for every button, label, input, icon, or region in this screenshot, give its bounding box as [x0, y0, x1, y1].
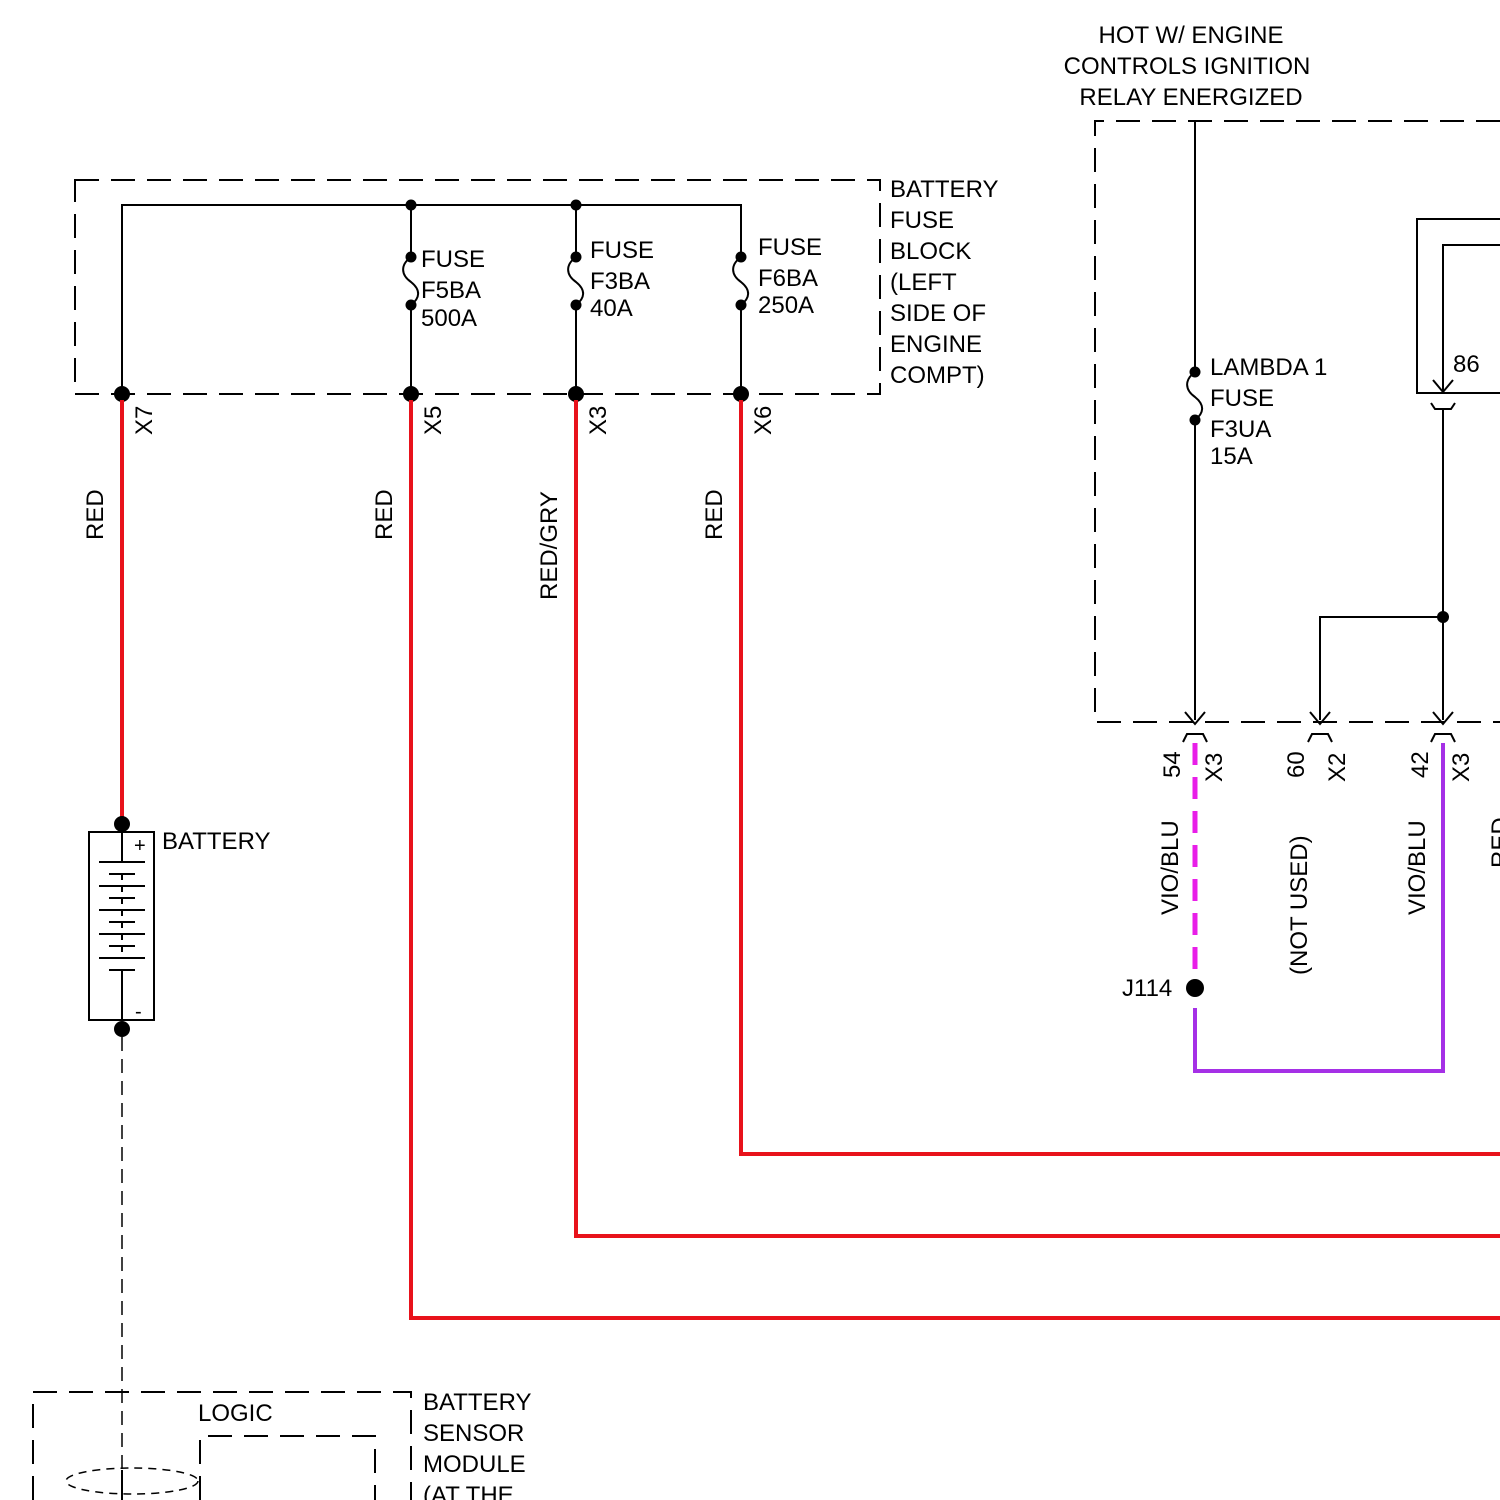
pin60-branch-line	[1320, 617, 1443, 720]
fuse-block-label-line7: COMPT)	[890, 362, 985, 389]
fuse-f5ba-label-line1: FUSE	[421, 246, 485, 273]
relay-pin-86-label: 86	[1453, 351, 1480, 378]
fuse-f3ba-label-line2: F3BA	[590, 268, 650, 295]
pin-54-number: 54	[1159, 751, 1186, 778]
fuse-f6ba-label-line1: FUSE	[758, 234, 822, 261]
sensor-module-label-line2: SENSOR	[423, 1420, 524, 1447]
splice-j114-label: J114	[1122, 975, 1172, 1002]
hot-label-line1: HOT W/ ENGINE	[1099, 22, 1284, 49]
logic-section-outline	[200, 1436, 375, 1500]
fuse-f3ba-label-line1: FUSE	[590, 237, 654, 264]
wire-color-label-pin42: VIO/BLU	[1404, 820, 1431, 915]
connector-x6-pin	[733, 386, 749, 402]
wire-color-label-x3: RED/GRY	[536, 491, 563, 600]
connector-x5-label: X5	[420, 406, 447, 435]
pin-60-connector: X2	[1324, 753, 1351, 782]
bus-junction-f3ba	[571, 200, 582, 211]
lambda-fuse-label-line3: F3UA	[1210, 416, 1271, 443]
pin-60-number: 60	[1283, 751, 1310, 778]
fuse-f5ba-symbol	[403, 252, 418, 395]
wire-color-label-partial: RED	[1487, 817, 1500, 868]
splice-j114-dot	[1186, 979, 1204, 997]
sensor-module-label-line3: MODULE	[423, 1451, 526, 1478]
fuse-block-label-line4: (LEFT	[890, 269, 957, 296]
hot-label-line3: RELAY ENERGIZED	[1079, 84, 1302, 111]
fuse-f3ua-symbol	[1187, 367, 1202, 426]
wire-red-x6	[741, 400, 1500, 1154]
hot-label-line2: CONTROLS IGNITION	[1064, 53, 1311, 80]
logic-label: LOGIC	[198, 1400, 273, 1427]
lambda-fuse-label-line2: FUSE	[1210, 385, 1274, 412]
battery-minus-sign: -	[135, 1001, 142, 1023]
pin-54-connector: X3	[1201, 753, 1228, 782]
fuse-block-label-line1: BATTERY	[890, 176, 998, 203]
connector-x5-pin	[403, 386, 419, 402]
fuse-block-label-line5: SIDE OF	[890, 300, 986, 327]
fuse-block-label-line6: ENGINE	[890, 331, 982, 358]
connector-x3-pin	[568, 386, 584, 402]
battery-label: BATTERY	[162, 828, 270, 855]
fuse-f6ba-label-line3: 250A	[758, 292, 814, 319]
wire-color-label-pin54: VIO/BLU	[1157, 820, 1184, 915]
current-sensor-coil	[66, 1468, 198, 1494]
wire-color-label-x6: RED	[701, 489, 728, 540]
bus-junction-f5ba	[406, 200, 417, 211]
fuse-f5ba-label-line2: F5BA	[421, 277, 481, 304]
fuse-f6ba-symbol	[733, 252, 748, 395]
fuse-f5ba-label-line3: 500A	[421, 305, 477, 332]
fuse-block-label-line2: FUSE	[890, 207, 954, 234]
sensor-module-label-line1: BATTERY	[423, 1389, 531, 1416]
fuse-block-label-line3: BLOCK	[890, 238, 971, 265]
lambda-fuse-label-line1: LAMBDA 1	[1210, 354, 1327, 381]
fuse-f3ba-label-line3: 40A	[590, 295, 633, 322]
connector-x7-label: X7	[131, 406, 158, 435]
connector-x3-label: X3	[585, 406, 612, 435]
pin-42-number: 42	[1407, 751, 1434, 778]
fuse-f6ba-label-line2: F6BA	[758, 265, 818, 292]
wire-color-label-x7: RED	[82, 489, 109, 540]
battery-plus-sign: +	[134, 835, 146, 857]
pdc-outline	[1095, 121, 1500, 722]
wire-color-label-x5: RED	[371, 489, 398, 540]
connector-x7-pin	[114, 386, 130, 402]
wire-color-label-pin60: (NOT USED)	[1286, 835, 1313, 975]
lambda-fuse-label-line4: 15A	[1210, 443, 1253, 470]
connector-x6-label: X6	[750, 406, 777, 435]
pin-42-connector: X3	[1448, 753, 1475, 782]
sensor-module-label-line4: (AT THE	[423, 1482, 514, 1500]
fuse-f3ba-symbol	[568, 252, 583, 395]
